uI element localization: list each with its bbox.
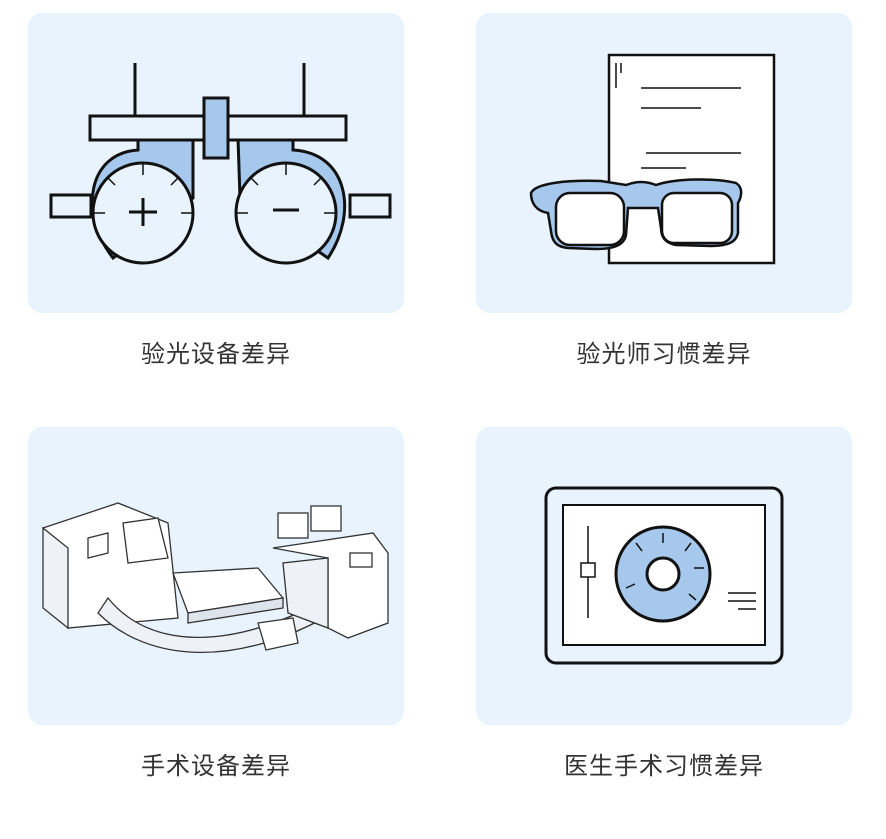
caption-surgical-equipment: 手术设备差异 xyxy=(141,752,291,780)
card-surgical-equipment xyxy=(28,427,404,725)
card-optometry-equipment xyxy=(28,13,404,313)
caption-surgeon-habits: 医生手术习惯差异 xyxy=(564,752,764,780)
eye-monitor-icon xyxy=(544,486,784,665)
caption-optometrist-habits: 验光师习惯差异 xyxy=(576,340,752,368)
glasses-prescription-icon xyxy=(529,53,776,265)
card-optometrist-habits xyxy=(476,13,852,313)
caption-optometry-equipment: 验光设备差异 xyxy=(141,340,291,368)
card-surgeon-habits xyxy=(476,427,852,725)
surgical-laser-machine-icon xyxy=(42,502,389,653)
trial-frame-icon xyxy=(49,63,392,265)
